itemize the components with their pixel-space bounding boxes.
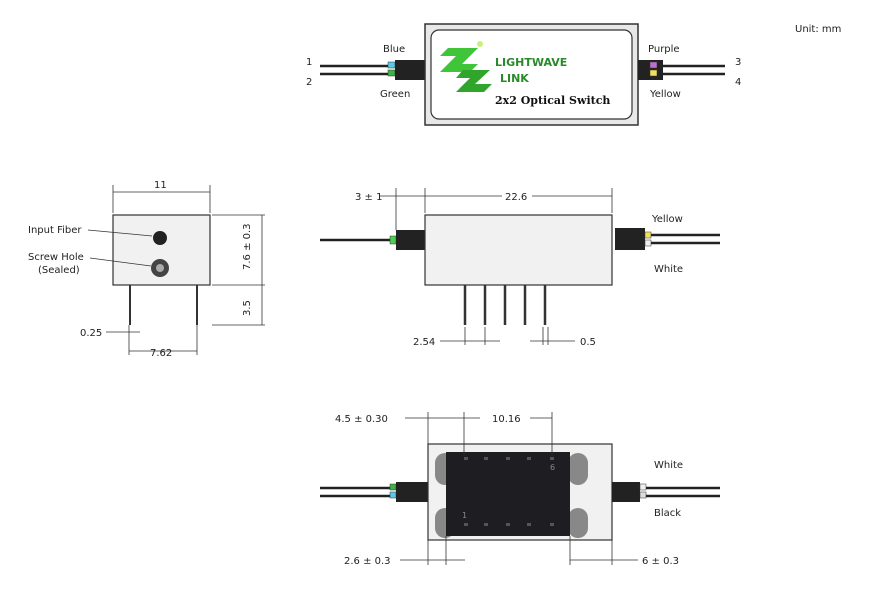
brand-line2: LINK [500, 72, 529, 85]
bottom-view: 1 6 4.5 ± 0.30 10.16 White Black 2.6 ± 0… [320, 412, 720, 567]
green-marker [387, 69, 396, 77]
dim-offset: 4.5 ± 0.30 [335, 414, 388, 425]
port-1: 1 [306, 57, 312, 68]
left-boot [395, 60, 425, 80]
dim-right-edge: 6 ± 0.3 [642, 556, 679, 567]
label-white: White [654, 264, 683, 275]
label-input-fiber: Input Fiber [28, 225, 82, 236]
top-view: LIGHTWAVE LINK 2x2 Optical Switch 1 2 3 … [306, 23, 741, 126]
dim-pin-width: 0.25 [80, 328, 102, 339]
input-fiber-hole [153, 231, 167, 245]
dim-pin-length: 3.5 [242, 300, 253, 316]
dim-pin-spacing: 7.62 [150, 348, 172, 359]
pin-1-label: 1 [462, 511, 467, 520]
dim-left-edge: 2.6 ± 0.3 [344, 556, 391, 567]
label-purple: Purple [648, 44, 680, 55]
dim-boot: 3 ± 1 [355, 192, 382, 203]
port-4: 4 [735, 77, 741, 88]
dim-pitch: 2.54 [413, 337, 435, 348]
label-black: Black [654, 508, 681, 519]
lightwave-logo [440, 41, 492, 92]
label-blue: Blue [383, 44, 405, 55]
unit-label: Unit: mm [795, 24, 841, 35]
end-view: 11 7.6 ± 0.3 3.5 Input Fiber Screw Hole … [28, 180, 265, 359]
label-yellow: Yellow [651, 214, 683, 225]
pcb-bottom [446, 452, 570, 536]
side-view: 3 ± 1 22.6 Yellow White 2.54 0.5 [320, 188, 720, 348]
dim-pin-dia: 0.5 [580, 337, 596, 348]
port-3: 3 [735, 57, 741, 68]
label-screw-hole: Screw Hole [28, 252, 84, 263]
dim-width: 11 [154, 180, 167, 191]
yellow-marker [649, 69, 658, 77]
dim-pin-row: 10.16 [492, 414, 521, 425]
blue-marker [387, 61, 396, 69]
dim-length: 22.6 [505, 192, 527, 203]
label-white: White [654, 460, 683, 471]
label-sealed: (Sealed) [38, 265, 80, 276]
pin-6-label: 6 [550, 463, 555, 472]
port-2: 2 [306, 77, 312, 88]
brand-line1: LIGHTWAVE [495, 56, 567, 69]
dim-height: 7.6 ± 0.3 [242, 223, 253, 270]
product-name: 2x2 Optical Switch [495, 94, 610, 107]
purple-marker [649, 61, 658, 69]
label-yellow: Yellow [649, 89, 681, 100]
label-green: Green [380, 89, 410, 100]
